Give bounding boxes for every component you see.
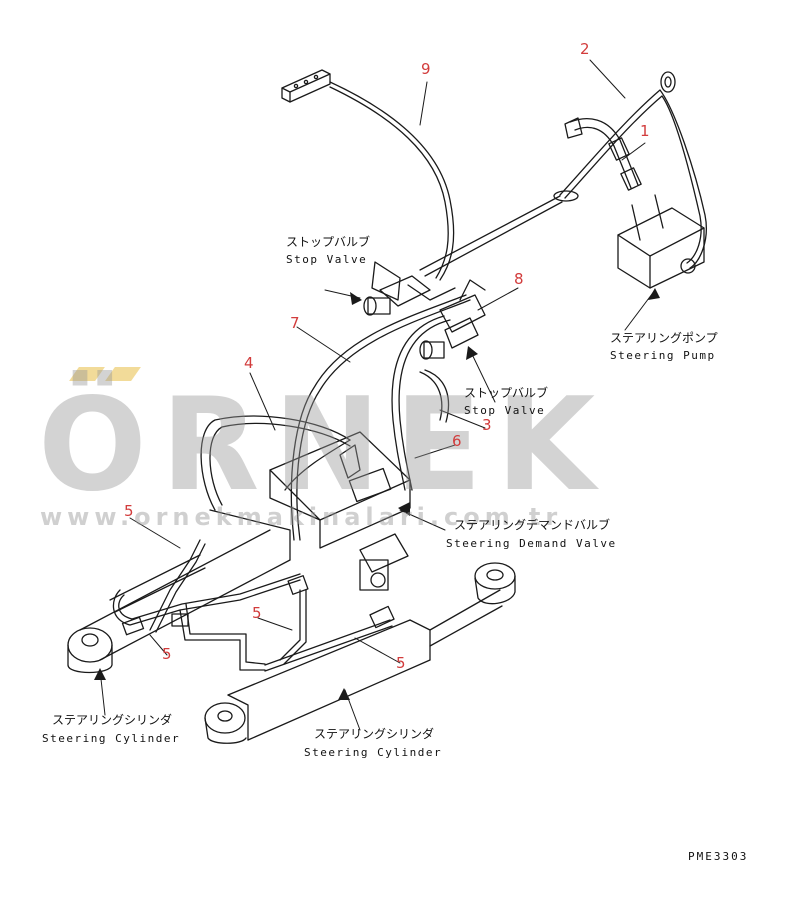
callout-5c: 5: [396, 654, 406, 672]
callout-5d: 5: [162, 645, 172, 663]
label-stop-valve-left-en: Stop Valve: [286, 253, 368, 266]
steering-cylinder-left: [67, 509, 291, 674]
callout-8: 8: [514, 270, 524, 288]
steering-demand-valve: [269, 431, 411, 591]
callout-7: 7: [290, 314, 300, 332]
connector-block-top: [281, 69, 331, 103]
callout-9: 9: [421, 60, 431, 78]
label-cylinder-left-jp: ステアリングシリンダ: [52, 713, 173, 727]
label-steering-pump-jp: ステアリングポンプ: [610, 331, 718, 345]
label-stop-valve-right-jp: ストップバルブ: [464, 386, 549, 400]
clamp-top-right: [660, 71, 676, 93]
label-demand-valve-jp: ステアリングデマンドバルブ: [454, 518, 611, 532]
hose-2: [559, 89, 707, 269]
hose-9: [329, 81, 455, 281]
steering-pump: [617, 194, 705, 289]
callout-5b: 5: [252, 604, 262, 622]
callout-2: 2: [580, 40, 590, 58]
watermark-brand: ÖRNEK: [38, 371, 610, 520]
main-pipe: [419, 190, 579, 277]
label-cylinder-right-en: Steering Cylinder: [304, 746, 443, 759]
pipe-end-top: [564, 117, 583, 139]
stop-valve-left: [363, 261, 456, 316]
watermark-url: www.ornekmakinalari.com.tr: [40, 503, 563, 531]
label-cylinder-left-en: Steering Cylinder: [42, 732, 181, 745]
label-cylinder-right-jp: ステアリングシリンダ: [314, 727, 435, 741]
stop-valve-right: [419, 279, 486, 360]
callout-5a: 5: [124, 502, 134, 520]
hose-6: [419, 369, 450, 423]
hose-3: [391, 315, 451, 491]
label-stop-valve-left-jp: ストップバルブ: [286, 235, 371, 249]
arrow-heads: [94, 288, 660, 700]
label-steering-pump-en: Steering Pump: [610, 349, 716, 362]
hose-5-group: [112, 539, 395, 672]
label-demand-valve-en: Steering Demand Valve: [446, 537, 617, 550]
hose-1: [569, 118, 642, 191]
callout-4: 4: [244, 354, 254, 372]
drawing-code: PME3303: [688, 850, 749, 863]
callout-1: 1: [640, 122, 650, 140]
hose-4: [200, 415, 351, 511]
callout-3: 3: [482, 416, 492, 434]
callout-6: 6: [452, 432, 462, 450]
label-stop-valve-right-en: Stop Valve: [464, 404, 546, 417]
